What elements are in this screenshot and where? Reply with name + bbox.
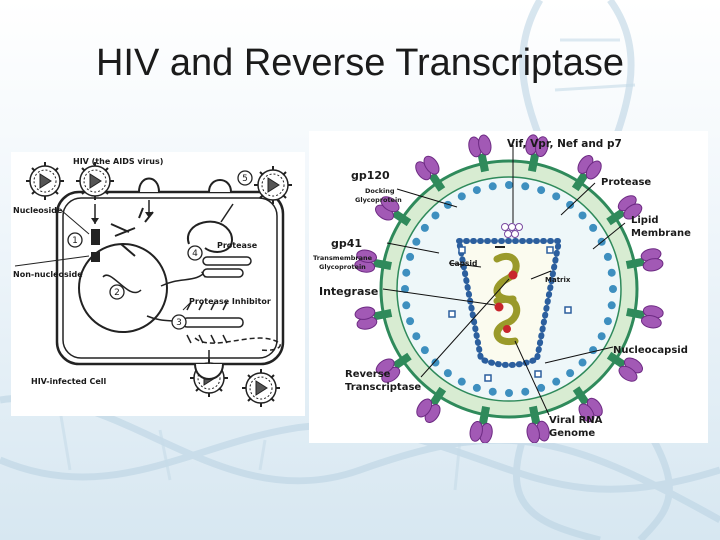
- matrix-protein-bead: [505, 389, 513, 397]
- matrix-protein-bead: [489, 182, 497, 190]
- protease-label: Protease: [217, 241, 258, 250]
- matrix-protein-bead: [505, 181, 513, 189]
- cell-membrane: [57, 192, 283, 364]
- virion-icon: [76, 162, 114, 200]
- protease-label: Protease: [601, 177, 651, 188]
- step-number: 3: [176, 318, 182, 328]
- matrix-protein-bead: [604, 317, 612, 325]
- matrix-protein-bead: [566, 201, 574, 209]
- matrix-protein-bead: [589, 346, 597, 354]
- matrix-protein-bead: [609, 285, 617, 293]
- nucleoside-label: Nucleoside: [13, 206, 63, 215]
- nucleocapsid-label: Nucleocapsid: [613, 345, 688, 356]
- reverse-transcriptase-label: Reverse: [345, 369, 391, 380]
- hiv-virus-label: HIV (the AIDS virus): [73, 157, 163, 166]
- hiv-virion-structure-diagram: Vif, Vpr, Nef and p7 gp120 Docking Glyco…: [309, 131, 708, 443]
- matrix-protein-bead: [402, 301, 410, 309]
- vif-vpr-nef-p7-label: Vif, Vpr, Nef and p7: [507, 138, 622, 150]
- reverse-transcriptase-label: Transcriptase: [345, 382, 421, 393]
- capsid-label: Capsid: [449, 259, 477, 268]
- matrix-protein-bead: [589, 224, 597, 232]
- gp41-sub-label: Transmembrane: [313, 254, 373, 262]
- viral-rna-genome-label: Genome: [549, 428, 595, 439]
- hiv-lifecycle-diagram: 1 2 3 4 5 HIV (the AIDS virus) Nucleosid…: [11, 152, 305, 416]
- matrix-protein-bead: [521, 388, 529, 396]
- gp41-label: gp41: [331, 237, 362, 250]
- matrix-protein-bead: [412, 238, 420, 246]
- gp120-sub-label: Docking: [365, 187, 395, 195]
- matrix-protein-bead: [406, 317, 414, 325]
- gp41-sub-label: Glycoprotein: [319, 263, 366, 271]
- gp120-sub-label: Glycoprotein: [355, 196, 402, 204]
- step-number: 1: [72, 236, 78, 246]
- viral-rna-genome-label: Viral RNA: [549, 415, 603, 426]
- step-number: 5: [242, 174, 248, 184]
- matrix-protein-bead: [521, 182, 529, 190]
- step-number: 2: [114, 288, 120, 298]
- step-number: 4: [192, 249, 198, 259]
- matrix-protein-bead: [552, 378, 560, 386]
- gp120-label: gp120: [351, 169, 390, 182]
- virion-icon: [242, 369, 280, 407]
- protease-inhibitor-label: Protease Inhibitor: [189, 297, 271, 306]
- slide-title: HIV and Reverse Transcriptase: [0, 42, 720, 85]
- matrix-protein-bead: [579, 359, 587, 367]
- matrix-protein-bead: [421, 346, 429, 354]
- reverse-transcriptase-enzyme: [509, 271, 518, 280]
- matrix-protein-bead: [552, 192, 560, 200]
- matrix-protein-bead: [537, 186, 545, 194]
- matrix-protein-bead: [473, 384, 481, 392]
- non-nucleoside-label: Non-nucleoside: [13, 270, 83, 279]
- matrix-label: Matrix: [545, 276, 571, 284]
- matrix-protein-bead: [579, 211, 587, 219]
- matrix-protein-bead: [473, 186, 481, 194]
- matrix-protein-bead: [444, 369, 452, 377]
- integrase-label: Integrase: [319, 285, 378, 298]
- matrix-protein-bead: [608, 269, 616, 277]
- matrix-protein-bead: [431, 211, 439, 219]
- matrix-protein-bead: [489, 388, 497, 396]
- matrix-protein-bead: [402, 269, 410, 277]
- matrix-protein-bead: [421, 224, 429, 232]
- matrix-protein-bead: [458, 192, 466, 200]
- matrix-protein-bead: [608, 301, 616, 309]
- lipid-membrane-label: Membrane: [631, 228, 691, 239]
- matrix-protein-bead: [412, 332, 420, 340]
- matrix-protein-bead: [406, 253, 414, 261]
- matrix-protein-bead: [458, 378, 466, 386]
- matrix-protein-bead: [431, 359, 439, 367]
- infected-cell-label: HIV-infected Cell: [31, 377, 106, 386]
- integrase-enzyme: [495, 303, 504, 312]
- virion-icon: [26, 162, 64, 200]
- matrix-protein-bead: [604, 253, 612, 261]
- lipid-membrane-label: Lipid: [631, 215, 659, 226]
- matrix-protein-bead: [598, 332, 606, 340]
- matrix-protein-bead: [566, 369, 574, 377]
